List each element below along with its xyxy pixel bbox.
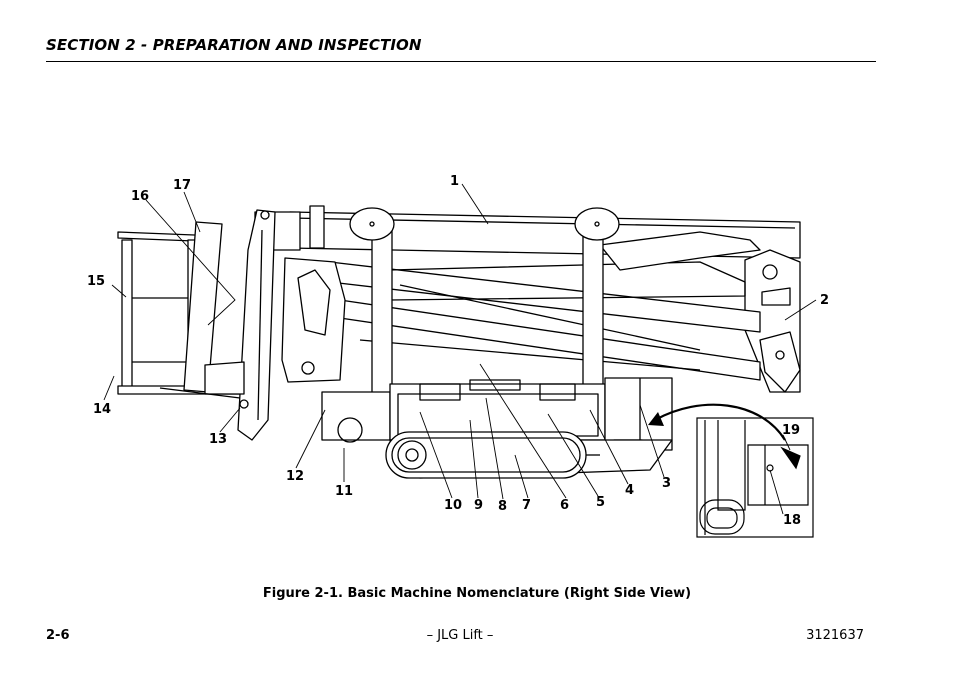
callout-19: 19 [782,423,800,438]
callout-12: 12 [286,469,304,484]
callout-5: 5 [596,495,605,510]
callout-18: 18 [783,513,801,528]
callout-13: 13 [209,432,227,447]
callout-9: 9 [474,498,483,513]
callout-17: 17 [173,178,191,193]
callout-10: 10 [444,498,462,513]
section-title: SECTION 2 - PREPARATION AND INSPECTION [46,36,422,54]
header-divider [46,61,876,62]
callout-16: 16 [131,189,149,204]
page-number: 2-6 [46,628,70,643]
callout-15: 15 [87,274,105,289]
document-number: 3121637 [806,628,864,643]
callout-1: 1 [450,174,459,189]
callout-14: 14 [93,402,111,417]
callout-7: 7 [522,498,531,513]
callout-6: 6 [560,498,569,513]
figure-caption: Figure 2-1. Basic Machine Nomenclature (… [262,586,692,601]
callout-8: 8 [498,499,507,514]
callout-4: 4 [625,483,634,498]
footer-brand: – JLG Lift – [426,628,494,643]
callout-2: 2 [820,293,829,308]
callout-3: 3 [662,476,671,491]
callout-11: 11 [335,484,353,499]
